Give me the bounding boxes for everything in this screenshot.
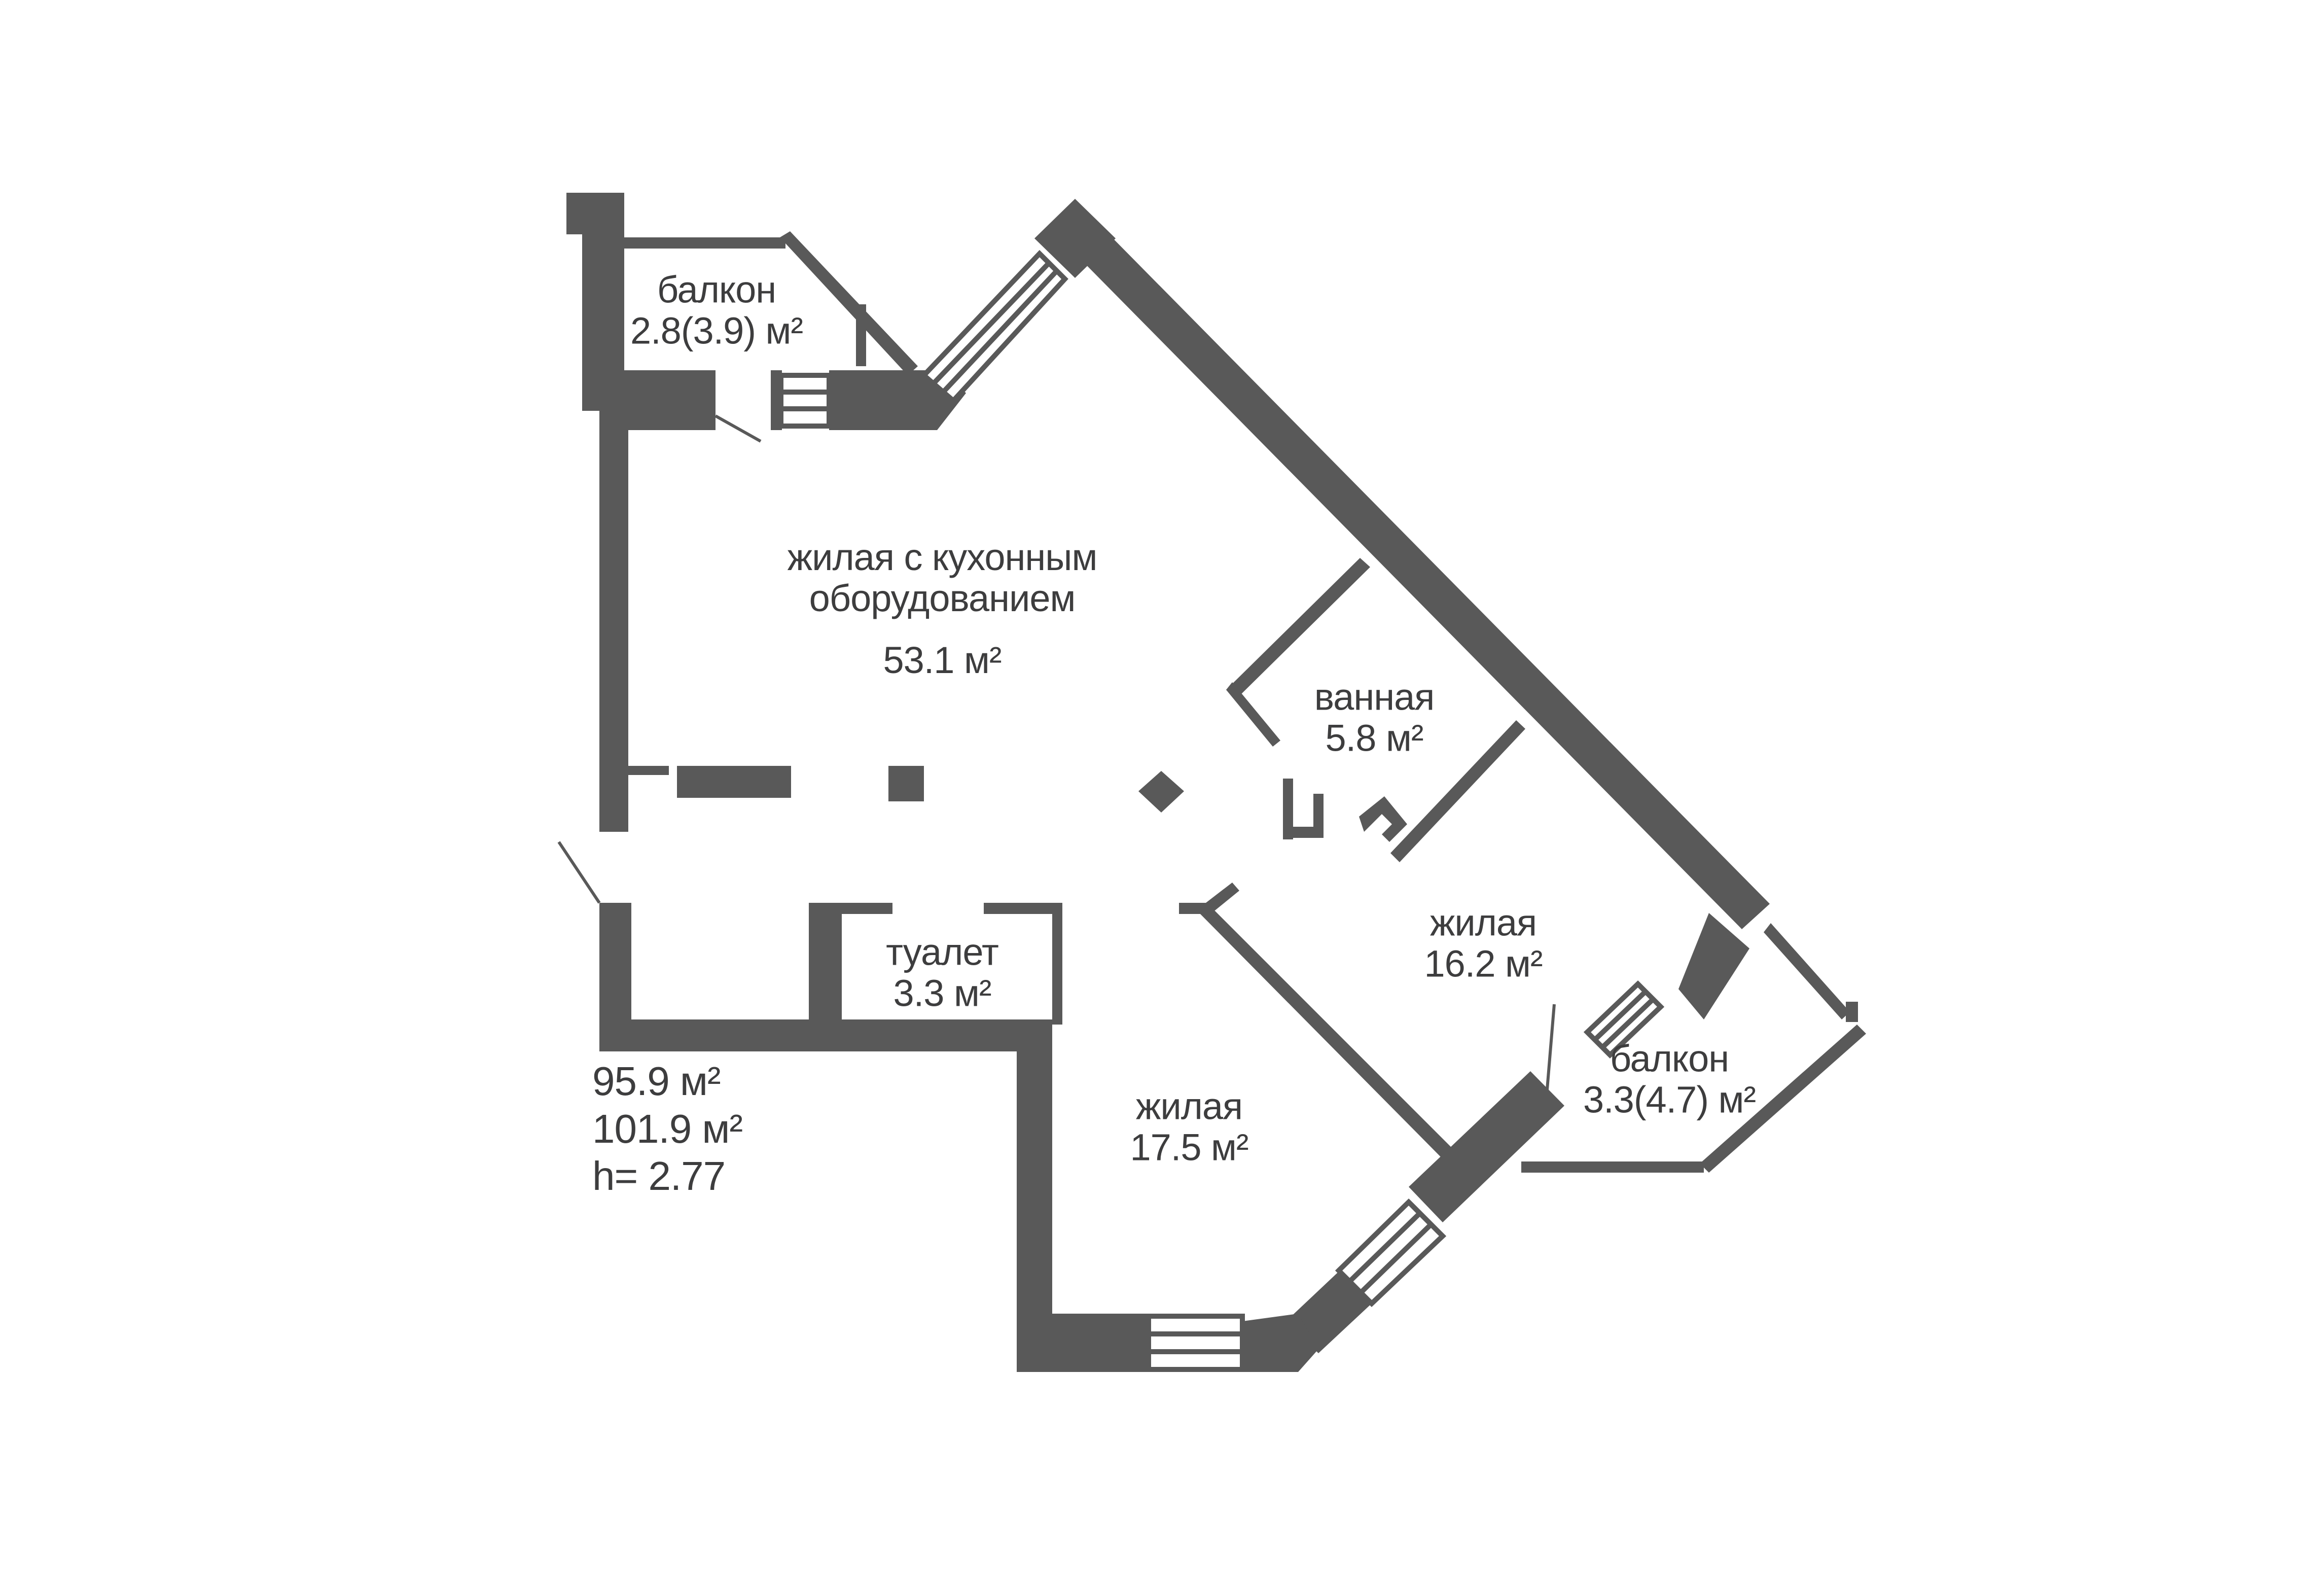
area-summary: 95.9 м² 101.9 м² h= 2.77: [592, 1058, 743, 1200]
label-toilet: туалет 3.3 м²: [886, 931, 999, 1014]
door-swing-lines: [557, 414, 1556, 1096]
windows: [778, 250, 1665, 1372]
window-south: [1146, 1314, 1245, 1372]
window-top-diagonal: [920, 250, 1068, 404]
balcony-se-area: 3.3(4.7) м²: [1583, 1079, 1756, 1121]
living-kitchen-area: 53.1 м²: [883, 639, 1002, 681]
toilet-name: туалет: [886, 931, 999, 973]
summary-living-area: 95.9 м²: [592, 1059, 721, 1104]
label-living-17: жилая 17.5 м²: [1130, 1085, 1248, 1169]
window-nw-balcony: [778, 373, 832, 429]
bathroom-area: 5.8 м²: [1325, 717, 1424, 759]
window-se-diagonal: [1335, 1198, 1447, 1307]
living-kitchen-name-line1: жилая с кухонным: [787, 536, 1098, 578]
summary-total-area: 101.9 м²: [592, 1106, 743, 1151]
summary-ceiling-height: h= 2.77: [592, 1153, 726, 1199]
label-bathroom: ванная 5.8 м²: [1314, 676, 1435, 759]
balcony-nw-area: 2.8(3.9) м²: [630, 310, 803, 352]
balcony-nw-name: балкон: [657, 268, 776, 311]
label-balcony-se: балкон 3.3(4.7) м²: [1583, 1037, 1756, 1121]
balcony-se-name: балкон: [1610, 1037, 1729, 1080]
toilet-area: 3.3 м²: [893, 972, 992, 1014]
living-kitchen-name-line2: оборудованием: [809, 577, 1076, 620]
label-living-kitchen: жилая с кухонным оборудованием 53.1 м²: [787, 536, 1098, 681]
bathroom-name: ванная: [1314, 676, 1435, 718]
living-16-name: жилая: [1429, 901, 1537, 944]
living-16-area: 16.2 м²: [1424, 943, 1543, 985]
living-17-area: 17.5 м²: [1130, 1126, 1248, 1169]
label-living-16: жилая 16.2 м²: [1424, 901, 1543, 985]
walls: [566, 193, 1866, 1372]
label-balcony-nw: балкон 2.8(3.9) м²: [630, 268, 803, 352]
living-17-name: жилая: [1135, 1085, 1243, 1128]
